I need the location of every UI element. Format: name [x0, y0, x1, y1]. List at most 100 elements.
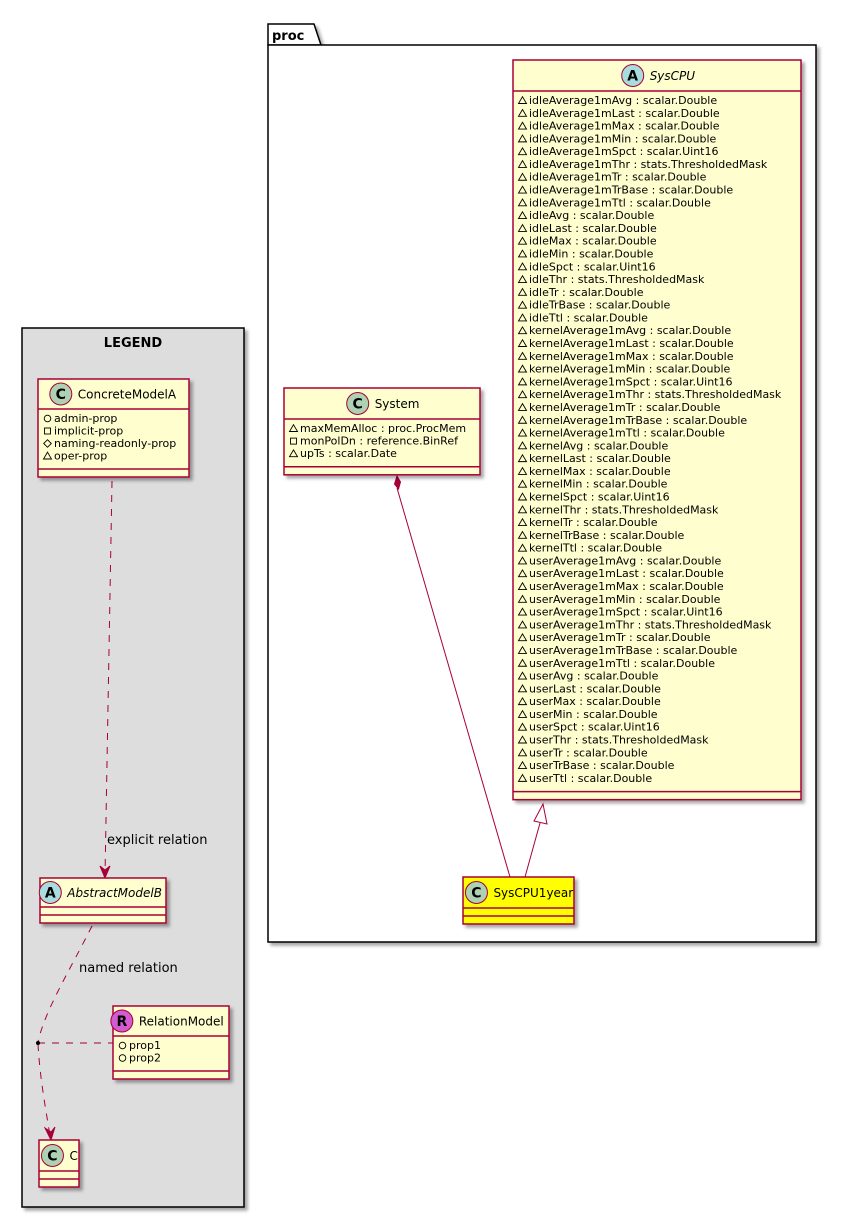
attribute: kernelAverage1mTtl : scalar.Double: [529, 427, 725, 440]
stereotype-letter: R: [116, 1014, 127, 1030]
package-icon: [517, 377, 528, 386]
package-icon: [517, 760, 528, 770]
class-name: SysCPU: [650, 69, 696, 83]
attribute: idleAverage1mTr : scalar.Double: [529, 171, 707, 184]
attribute: idleMax : scalar.Double: [529, 235, 657, 248]
package-icon: [517, 645, 528, 654]
stereotype-letter: C: [353, 397, 363, 413]
attribute: kernelAverage1mLast : scalar.Double: [529, 337, 734, 350]
package-icon: [517, 326, 528, 335]
package-icon: [517, 505, 528, 514]
attribute: userSpct : scalar.Uint16: [529, 721, 660, 734]
package-icon: [517, 108, 528, 117]
attribute: kernelTrBase : scalar.Double: [529, 529, 685, 542]
package-icon: [288, 449, 299, 458]
class-name: RelationModel: [139, 1015, 224, 1029]
package-icon: [517, 210, 528, 220]
attribute: idleAverage1mThr : stats.ThresholdedMask: [529, 158, 768, 171]
protected-icon: [43, 439, 52, 448]
package-icon: [517, 134, 528, 143]
package-icon: [517, 517, 528, 527]
attribute: userAvg : scalar.Double: [529, 670, 659, 683]
stereotype-letter: C: [56, 387, 66, 403]
package-icon: [517, 159, 528, 168]
attribute: idleAverage1mTrBase : scalar.Double: [529, 184, 733, 197]
attribute: kernelAverage1mThr : stats.ThresholdedMa…: [529, 388, 782, 401]
stereotype-badge: [464, 881, 488, 904]
attribute: userAverage1mSpct : scalar.Uint16: [529, 606, 723, 619]
public-icon: [43, 414, 52, 423]
package-icon: [517, 569, 528, 578]
class-box: [512, 59, 802, 801]
undefined[interactable]: C SysCPU1year: [462, 876, 575, 925]
attribute: userAverage1mMax : scalar.Double: [529, 580, 724, 593]
attribute: kernelThr : stats.ThresholdedMask: [529, 503, 719, 516]
stereotype-letter: C: [471, 886, 481, 902]
attribute: maxMemAlloc : proc.ProcMem: [300, 422, 466, 435]
package-icon: [517, 236, 528, 245]
attribute: userAverage1mMin : scalar.Double: [529, 593, 721, 606]
attribute: userThr : stats.ThresholdedMask: [529, 734, 709, 747]
package-icon: [517, 274, 528, 284]
attribute: upTs : scalar.Date: [300, 447, 397, 460]
package-icon: [517, 543, 528, 552]
package-icon: [288, 423, 299, 432]
attribute: prop2: [129, 1052, 161, 1065]
package-icon: [517, 530, 528, 539]
legend-title: LEGEND: [104, 336, 163, 351]
composition-relation: [393, 474, 511, 878]
attribute: idleThr : stats.ThresholdedMask: [529, 273, 705, 286]
package-icon: [517, 581, 528, 590]
package-icon: [517, 364, 528, 373]
package-icon: [517, 620, 528, 629]
stereotype-badge: [110, 1009, 134, 1033]
attribute: idleSpct : scalar.Uint16: [529, 260, 656, 273]
package-name: proc: [272, 29, 304, 44]
explicit-relation-label: explicit relation: [107, 833, 207, 848]
stereotype-letter: C: [47, 1149, 57, 1165]
attribute: userTtl : scalar.Double: [529, 772, 652, 785]
attribute: userAverage1mThr : stats.ThresholdedMask: [529, 618, 772, 631]
attribute: userAverage1mAvg : scalar.Double: [529, 554, 721, 567]
attribute: kernelAvg : scalar.Double: [529, 439, 668, 452]
class-name: System: [375, 397, 420, 411]
stereotype-badge: [38, 881, 62, 904]
package-icon: [517, 594, 528, 603]
attribute: naming-readonly-prop: [54, 437, 176, 450]
package-icon: [517, 415, 528, 424]
package-icon: [517, 338, 528, 347]
package-icon: [517, 402, 528, 411]
package-icon: [517, 146, 528, 156]
attribute: idleAverage1mLast : scalar.Double: [529, 107, 720, 120]
stereotype-letter: A: [45, 886, 56, 902]
attribute: userAverage1mTrBase : scalar.Double: [529, 644, 738, 657]
attribute: idleAverage1mSpct : scalar.Uint16: [529, 145, 719, 158]
class-name: AbstractModelB: [66, 886, 162, 900]
package-icon: [517, 95, 528, 104]
package-icon: [517, 223, 528, 232]
package-icon: [517, 748, 528, 757]
stereotype-badge: [40, 1144, 64, 1167]
composition-diamond: [393, 474, 402, 491]
attribute: admin-prop: [54, 412, 117, 425]
package-icon: [517, 722, 528, 731]
package-icon: [517, 556, 528, 565]
attribute: idleAverage1mMax : scalar.Double: [529, 120, 720, 133]
attribute: idleAverage1mAvg : scalar.Double: [529, 94, 717, 107]
undefined[interactable]: A AbstractModelB: [38, 877, 167, 924]
package-icon: [517, 735, 528, 744]
class-name: SysCPU1year: [493, 886, 573, 900]
stereotype-letter: A: [627, 69, 638, 85]
attribute: kernelAverage1mAvg : scalar.Double: [529, 324, 731, 337]
named-relation-label: named relation: [79, 961, 178, 976]
stereotype-badge: [346, 392, 370, 415]
attribute: idleAverage1mTtl : scalar.Double: [529, 196, 711, 209]
attribute: idleTtl : scalar.Double: [529, 311, 648, 324]
attribute: userMin : scalar.Double: [529, 708, 658, 721]
package-icon: [517, 684, 528, 693]
